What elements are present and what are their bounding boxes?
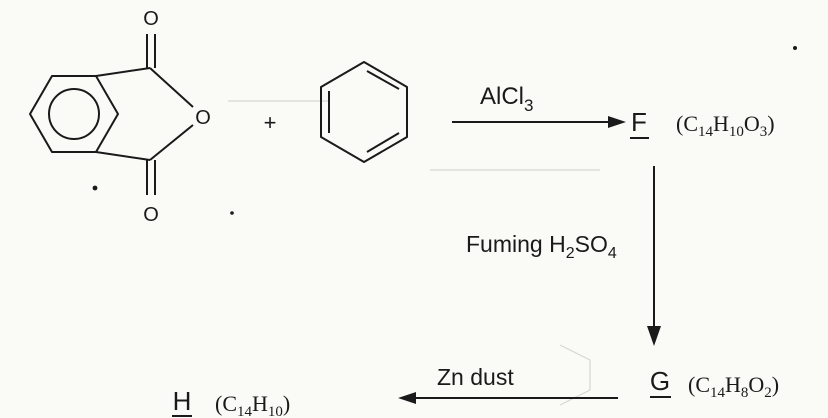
arrow-step2 [647, 166, 661, 346]
reagent-fuming-h2so4: Fuming H2SO4 [466, 231, 617, 262]
benzene-ring [320, 61, 408, 163]
double-bond [366, 132, 400, 153]
atom-oxygen-bottom: O [143, 204, 159, 226]
atom-oxygen-top: O [143, 8, 159, 30]
product-f-label: F [631, 107, 647, 137]
reagent-alcl3: AlCl3 [480, 83, 533, 115]
phthalic-anhydride [29, 34, 194, 195]
product-f-formula: (C14H10O3) [676, 111, 775, 140]
bond [149, 67, 194, 108]
ghost-ring [559, 344, 591, 406]
speck [92, 185, 98, 191]
benzo-ring [29, 75, 119, 153]
double-bond [366, 70, 400, 90]
aromatic-circle [48, 88, 100, 140]
plus-sign: + [264, 110, 277, 135]
product-g-formula: (C14H8O2) [688, 372, 779, 401]
benzene [320, 61, 408, 163]
arrow-step3 [398, 392, 618, 404]
bond [149, 124, 194, 161]
bond [95, 151, 151, 161]
speck [230, 211, 234, 215]
reagent-zn-dust: Zn dust [437, 364, 514, 390]
product-g-label: G [650, 366, 670, 396]
speck [793, 46, 797, 50]
bond [95, 67, 151, 77]
arrow-step1 [452, 116, 626, 128]
product-h-formula: (C14H10) [215, 391, 290, 418]
product-h-label: H [173, 386, 192, 416]
atom-oxygen-ring: O [195, 107, 211, 129]
